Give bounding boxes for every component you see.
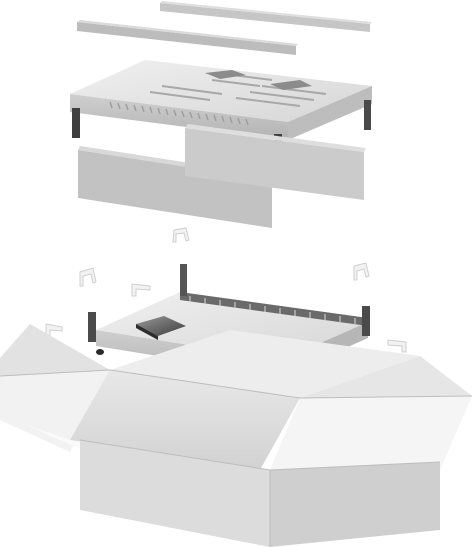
top-rail-front — [77, 20, 298, 55]
top-rail-back — [160, 1, 372, 32]
fan-left — [136, 316, 186, 340]
shipping-box — [0, 324, 472, 547]
roof-frame — [70, 60, 372, 168]
side-panel-back — [185, 124, 366, 200]
